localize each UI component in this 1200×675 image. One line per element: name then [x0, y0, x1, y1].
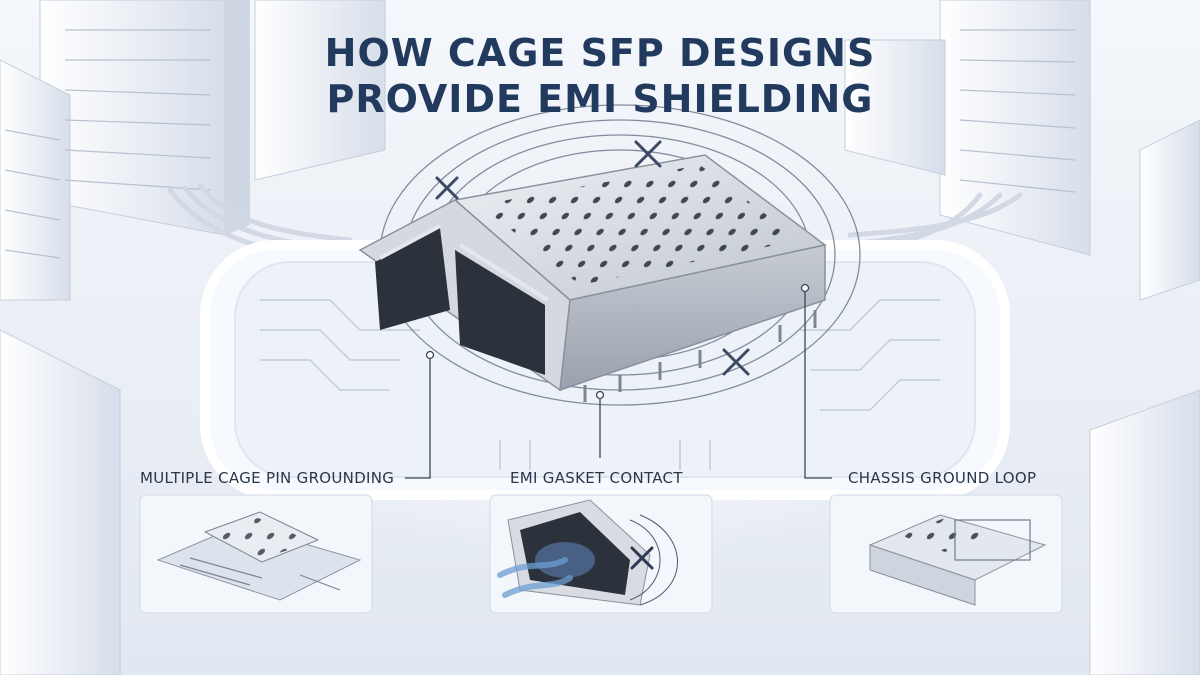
cage-side-face — [559, 244, 826, 392]
cage-vent-holes — [480, 165, 800, 285]
detail-panel-pin-grounding — [139, 494, 373, 614]
server-rack-left-back-2 — [254, 0, 386, 181]
sfp-cage — [358, 154, 827, 402]
server-rack-right-front — [1089, 119, 1200, 675]
x-mark-icon — [722, 348, 750, 376]
detail-panel-gasket-contact — [489, 494, 713, 614]
server-rack-left-mid — [0, 59, 71, 301]
detail-panel-chassis-ground — [829, 494, 1063, 614]
x-mark-icon — [634, 140, 662, 168]
server-rack-right-back — [844, 0, 1091, 256]
callout-leaders — [405, 283, 832, 479]
title-line-2: PROVIDE EMI SHIELDING — [326, 77, 874, 121]
callout-label-pin-grounding: MULTIPLE CAGE PIN GROUNDING — [140, 469, 395, 487]
callout-label-chassis-ground: CHASSIS GROUND LOOP — [848, 469, 1037, 487]
sfp-port-right — [455, 250, 545, 375]
sfp-port-left — [375, 228, 450, 330]
page-title: HOW CAGE SFP DESIGNS PROVIDE EMI SHIELDI… — [300, 30, 900, 122]
callout-label-gasket-contact: EMI GASKET CONTACT — [510, 469, 683, 487]
server-rack-left-front — [0, 329, 121, 675]
cage-pins — [583, 310, 817, 402]
x-mark-icon — [435, 176, 459, 200]
title-line-1: HOW CAGE SFP DESIGNS — [324, 31, 876, 75]
server-rack-left-back — [39, 0, 250, 236]
